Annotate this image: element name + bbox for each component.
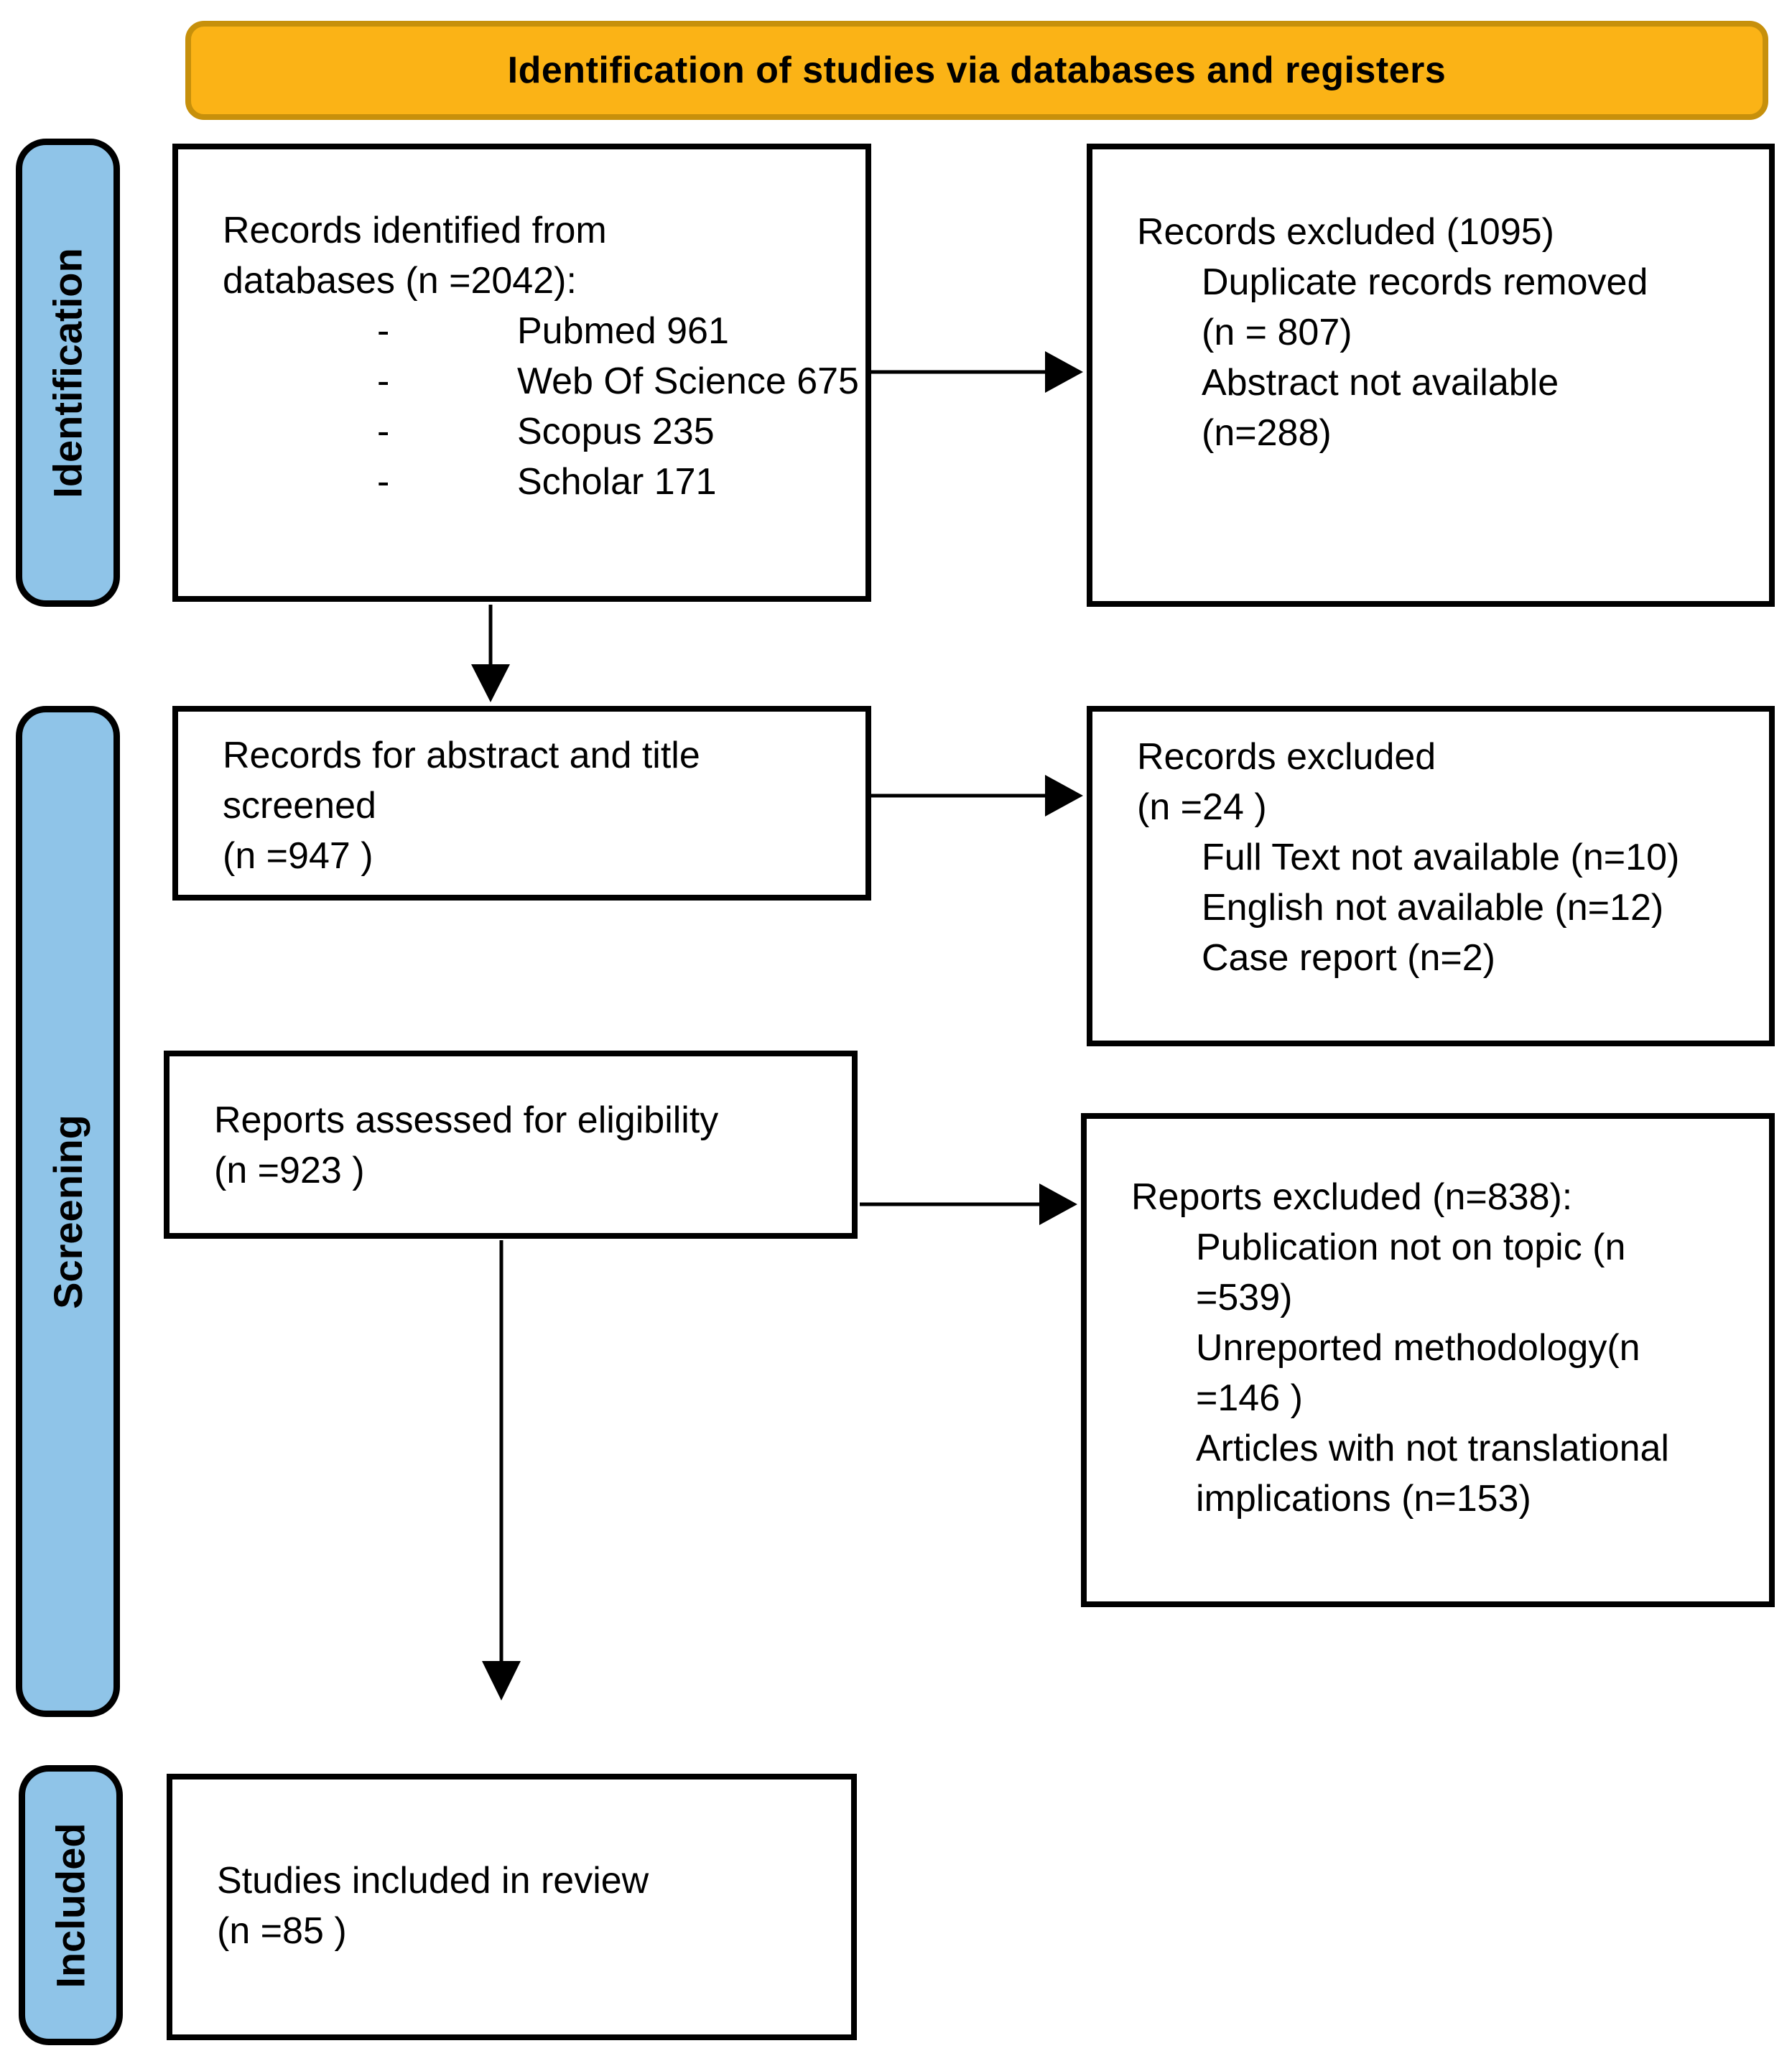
- stage-label-included: Included: [19, 1765, 123, 2045]
- box-text-line: Duplicate records removed: [1202, 261, 1648, 303]
- list-item: - Pubmed 961: [178, 306, 865, 356]
- box-text-line: Records excluded: [1137, 736, 1436, 778]
- box-records-excluded-identification: Records excluded (1095) Duplicate record…: [1087, 144, 1775, 607]
- box-studies-included: Studies included in review (n =85 ): [167, 1774, 857, 2040]
- box-text-line: (n=288): [1202, 412, 1332, 454]
- box-text-line: Records identified from: [223, 210, 607, 251]
- list-item: - Scholar 171: [178, 457, 865, 507]
- box-text-line: Case report (n=2): [1202, 937, 1495, 979]
- box-text-line: Studies included in review: [217, 1860, 649, 1902]
- box-text-line: databases (n =2042):: [223, 260, 577, 302]
- box-text-line: Records excluded (1095): [1137, 211, 1554, 253]
- box-reports-excluded: Reports excluded (n=838): Publication no…: [1081, 1113, 1775, 1607]
- arrow-identified-to-screened: [471, 605, 510, 702]
- arrow-screened-to-excluded2: [871, 775, 1083, 817]
- list-item: - Web Of Science 675: [178, 356, 865, 406]
- box-text-line: screened: [223, 785, 376, 827]
- box-text-line: Reports excluded (n=838):: [1131, 1176, 1573, 1218]
- stage-label-text: Identification: [45, 247, 91, 498]
- stage-label-text: Screening: [45, 1114, 91, 1309]
- box-records-identified: Records identified from databases (n =20…: [172, 144, 871, 602]
- stage-label-text: Included: [48, 1822, 94, 1988]
- header-banner: Identification of studies via databases …: [185, 21, 1768, 120]
- stage-label-screening: Screening: [16, 706, 120, 1717]
- database-count: Pubmed 961: [517, 310, 729, 352]
- box-records-screened: Records for abstract and title screened …: [172, 706, 871, 901]
- box-text-line: Unreported methodology(n: [1196, 1327, 1640, 1369]
- box-text-line: Articles with not translational: [1196, 1428, 1669, 1469]
- arrow-assessed-to-excluded3: [860, 1183, 1077, 1225]
- box-records-excluded-screening: Records excluded (n =24 ) Full Text not …: [1087, 706, 1775, 1046]
- arrow-assessed-to-included: [482, 1240, 521, 1701]
- box-text-line: (n =24 ): [1137, 786, 1267, 828]
- box-text-line: Records for abstract and title: [223, 735, 700, 776]
- database-count: Scopus 235: [517, 411, 715, 452]
- box-reports-assessed: Reports assessed for eligibility (n =923…: [164, 1051, 858, 1239]
- database-count: Scholar 171: [517, 461, 717, 503]
- box-text-line: (n = 807): [1202, 312, 1352, 353]
- box-text-line: English not available (n=12): [1202, 887, 1664, 929]
- stage-label-identification: Identification: [16, 139, 120, 607]
- box-text-line: (n =85 ): [217, 1910, 347, 1952]
- box-text-line: Reports assessed for eligibility: [214, 1099, 719, 1141]
- bullet-dash: -: [377, 360, 390, 402]
- bullet-dash: -: [377, 411, 390, 452]
- bullet-dash: -: [377, 310, 390, 352]
- box-text-line: implications (n=153): [1196, 1478, 1531, 1520]
- box-text-line: (n =923 ): [214, 1150, 365, 1191]
- list-item: - Scopus 235: [178, 406, 865, 457]
- box-text-line: Full Text not available (n=10): [1202, 837, 1680, 878]
- box-text-line: Abstract not available: [1202, 362, 1559, 404]
- box-text-line: (n =947 ): [223, 835, 373, 877]
- box-text-line: Publication not on topic (n: [1196, 1227, 1626, 1268]
- page-title: Identification of studies via databases …: [507, 50, 1447, 91]
- bullet-dash: -: [377, 461, 390, 503]
- arrow-identified-to-excluded1: [871, 351, 1083, 393]
- database-count: Web Of Science 675: [517, 360, 859, 402]
- box-text-line: =146 ): [1196, 1377, 1303, 1419]
- box-text-line: =539): [1196, 1277, 1293, 1318]
